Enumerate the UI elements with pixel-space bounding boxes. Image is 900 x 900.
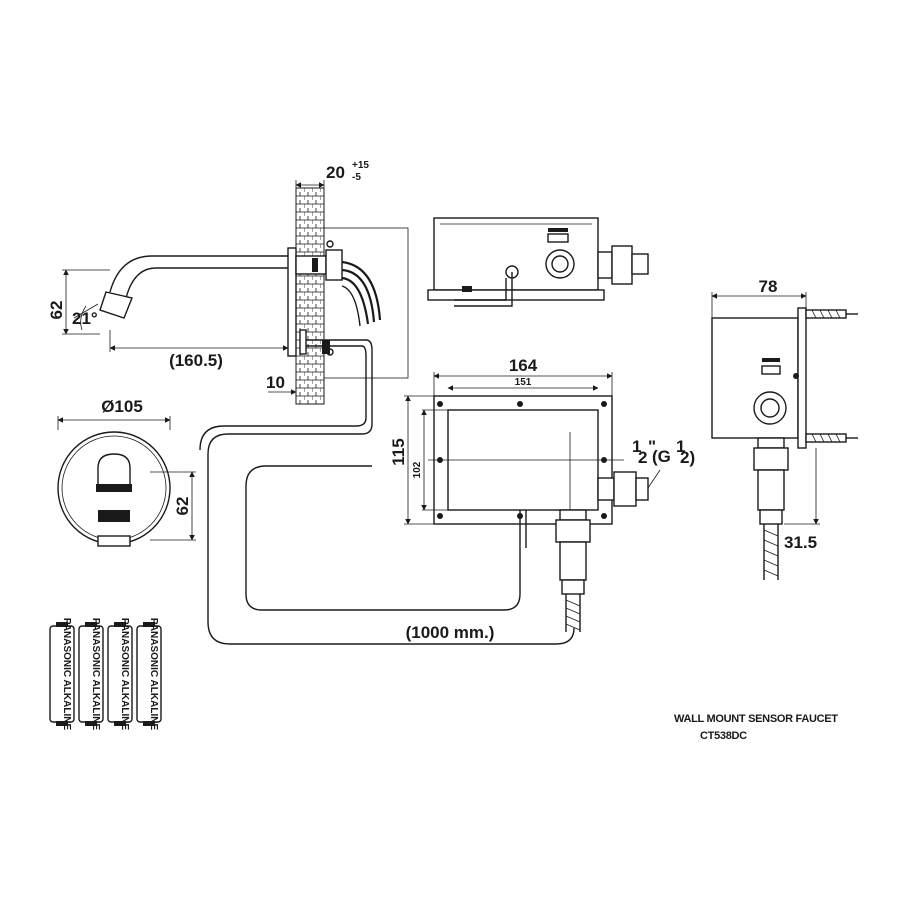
control-box-front-view: 164 151 115 102 1 2 " (G 1 2) bbox=[389, 356, 695, 632]
control-box-end-view: 78 31.5 bbox=[711, 277, 858, 580]
spout-aerator-front bbox=[96, 484, 132, 492]
dim-wall-thickness: 20 bbox=[326, 163, 345, 182]
box-side-body bbox=[433, 217, 599, 291]
end-view-body bbox=[711, 317, 799, 439]
control-box-side-view bbox=[427, 217, 649, 307]
dim-cable-length: (1000 mm.) bbox=[406, 623, 495, 642]
battery: PANASONIC ALKALINE bbox=[78, 618, 104, 731]
battery-label: PANASONIC ALKALINE bbox=[148, 618, 159, 731]
drawing-title: WALL MOUNT SENSOR FAUCET bbox=[674, 713, 838, 725]
end-view-hose bbox=[763, 524, 779, 580]
inlet-thread: (G bbox=[652, 447, 671, 466]
wall-anchor-bottom bbox=[805, 433, 858, 443]
aerator bbox=[99, 291, 133, 319]
plate-front-view: Ø105 62 bbox=[57, 397, 196, 547]
dim-side-depth: 31.5 bbox=[784, 533, 817, 552]
batteries: PANASONIC ALKALINE PANASONIC ALKALINE PA… bbox=[49, 618, 162, 731]
battery: PANASONIC ALKALINE bbox=[107, 618, 133, 731]
dim-wall-tol-plus: +15 bbox=[352, 160, 369, 171]
dim-box-height: 115 bbox=[389, 438, 408, 465]
inlet-fitting-front bbox=[613, 471, 637, 507]
dim-plate-height: 62 bbox=[173, 497, 192, 516]
dim-box-inner-height: 102 bbox=[412, 461, 423, 478]
wall-anchor-top bbox=[805, 309, 858, 319]
battery-label: PANASONIC ALKALINE bbox=[61, 618, 72, 731]
dim-plate-offset: 10 bbox=[266, 373, 285, 392]
sensor-cable bbox=[341, 260, 382, 321]
battery: PANASONIC ALKALINE bbox=[136, 618, 162, 731]
dim-spout-height: 62 bbox=[47, 301, 66, 320]
inlet-frac-num: 1 bbox=[632, 437, 641, 456]
battery-label: PANASONIC ALKALINE bbox=[119, 618, 130, 731]
inlet-frac-den: 2 bbox=[638, 448, 647, 467]
sensor-window bbox=[97, 535, 131, 547]
dim-spout-angle: 21° bbox=[72, 309, 98, 328]
dim-spout-reach: (160.5) bbox=[169, 351, 223, 370]
cable-run: (1000 mm.) bbox=[199, 400, 575, 645]
dim-box-inner-width: 151 bbox=[515, 377, 532, 388]
spout-top bbox=[109, 255, 288, 293]
dim-side-width: 78 bbox=[759, 277, 778, 296]
spout-side-view: 62 21° (160.5) 20 +15 -5 10 bbox=[47, 160, 409, 405]
inlet-thread-den: 2) bbox=[680, 448, 695, 467]
dim-plate-diameter: Ø105 bbox=[101, 397, 143, 416]
inlet-thread-num: 1 bbox=[676, 437, 685, 456]
spout-bottom bbox=[125, 267, 288, 299]
dim-wall-tol-minus: -5 bbox=[352, 172, 361, 183]
model-number: CT538DC bbox=[700, 730, 747, 742]
wall-section bbox=[295, 187, 325, 405]
wall-plate bbox=[287, 247, 297, 357]
battery-label: PANASONIC ALKALINE bbox=[90, 618, 101, 731]
dim-box-width: 164 bbox=[509, 356, 538, 375]
svg-text:": " bbox=[648, 437, 656, 456]
battery: PANASONIC ALKALINE bbox=[49, 618, 75, 731]
